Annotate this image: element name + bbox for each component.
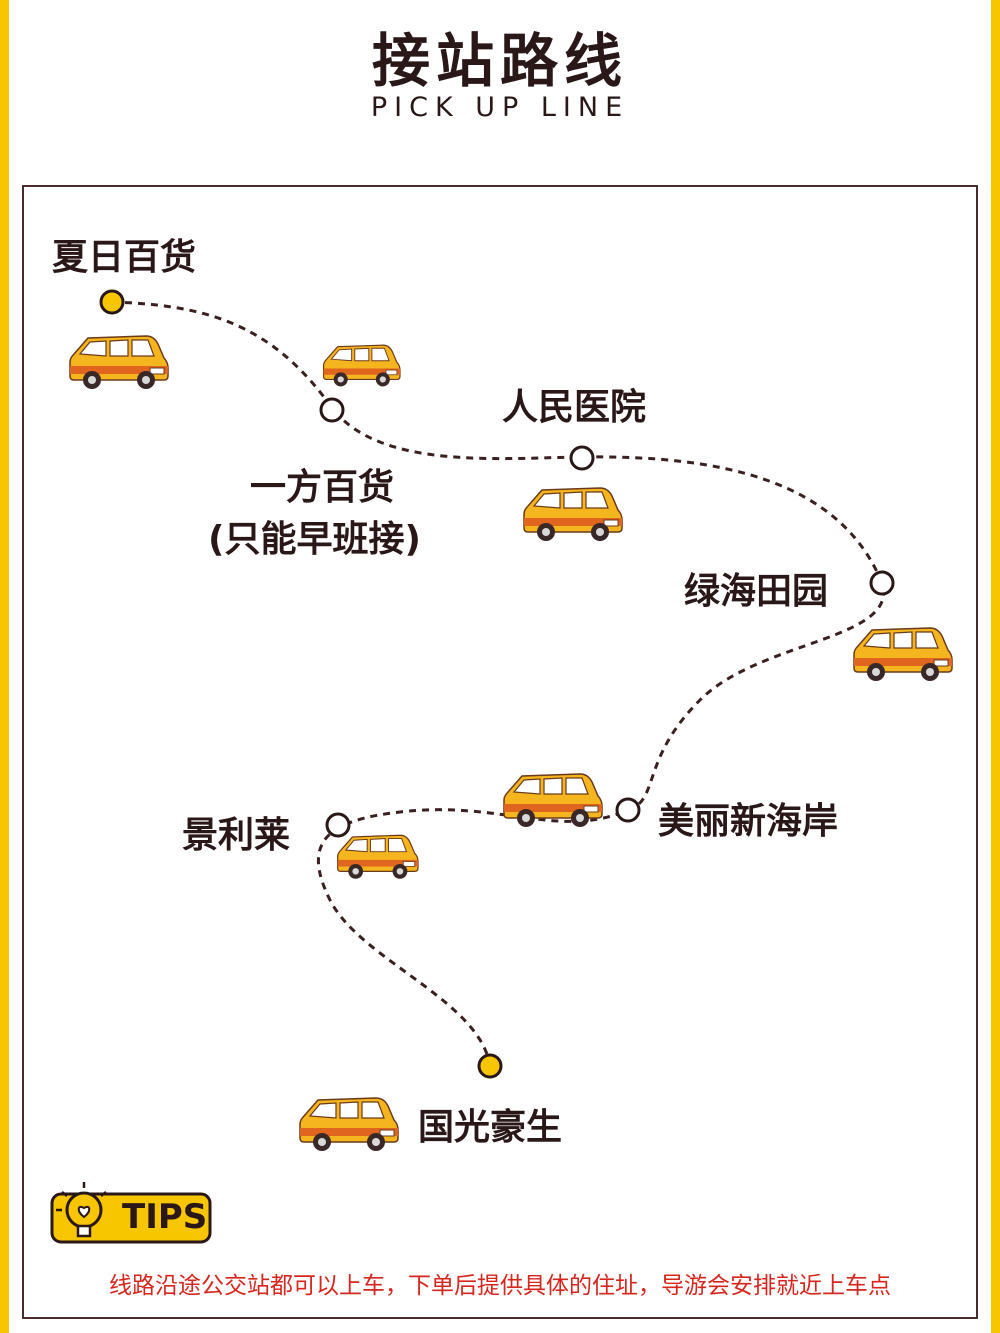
stop-label-jinglilai: 景利莱 (182, 815, 291, 856)
tips-description: 线路沿途公交站都可以上车，下单后提供具体的住址，导游会安排就近上车点 (109, 1273, 891, 1299)
right-accent-bar (991, 0, 1000, 1333)
tips-badge-label: TIPS (122, 1197, 208, 1237)
stop-marker-4 (869, 570, 895, 596)
car-icon (503, 773, 603, 828)
stop-label-lvhai: 绿海田园 (684, 571, 829, 612)
stop-label-renmin: 人民医院 (502, 387, 647, 428)
left-dotted-divider (44, 52, 306, 56)
stop-label-xiari: 夏日百货 (52, 237, 197, 278)
stop-marker-1 (99, 289, 125, 315)
stop-marker-5 (615, 797, 641, 823)
page-subtitle: PICK UP LINE (370, 92, 630, 123)
route-map-frame (22, 185, 978, 1319)
stop-marker-2 (319, 397, 345, 423)
stop-marker-6 (325, 812, 351, 838)
stop-label-yifang: 一方百货 (250, 467, 395, 508)
car-icon (299, 1097, 399, 1152)
car-icon (853, 627, 953, 682)
car-icon (322, 344, 401, 388)
car-icon (69, 335, 169, 390)
stop-label-meili: 美丽新海岸 (658, 801, 839, 842)
tips-badge (50, 1182, 212, 1244)
stop-label-guoguang: 国光豪生 (418, 1107, 563, 1148)
lightbulb-icon (56, 1182, 107, 1238)
stop-marker-3 (569, 445, 595, 471)
car-icon (523, 487, 623, 542)
right-dotted-divider (692, 52, 954, 56)
route-path (111, 300, 886, 1067)
stop-marker-7 (477, 1053, 503, 1079)
left-accent-bar (0, 0, 9, 1333)
stop-note-yifang: (只能早班接) (208, 519, 421, 560)
page-title: 接站路线 (371, 27, 628, 95)
car-icon (337, 834, 419, 880)
